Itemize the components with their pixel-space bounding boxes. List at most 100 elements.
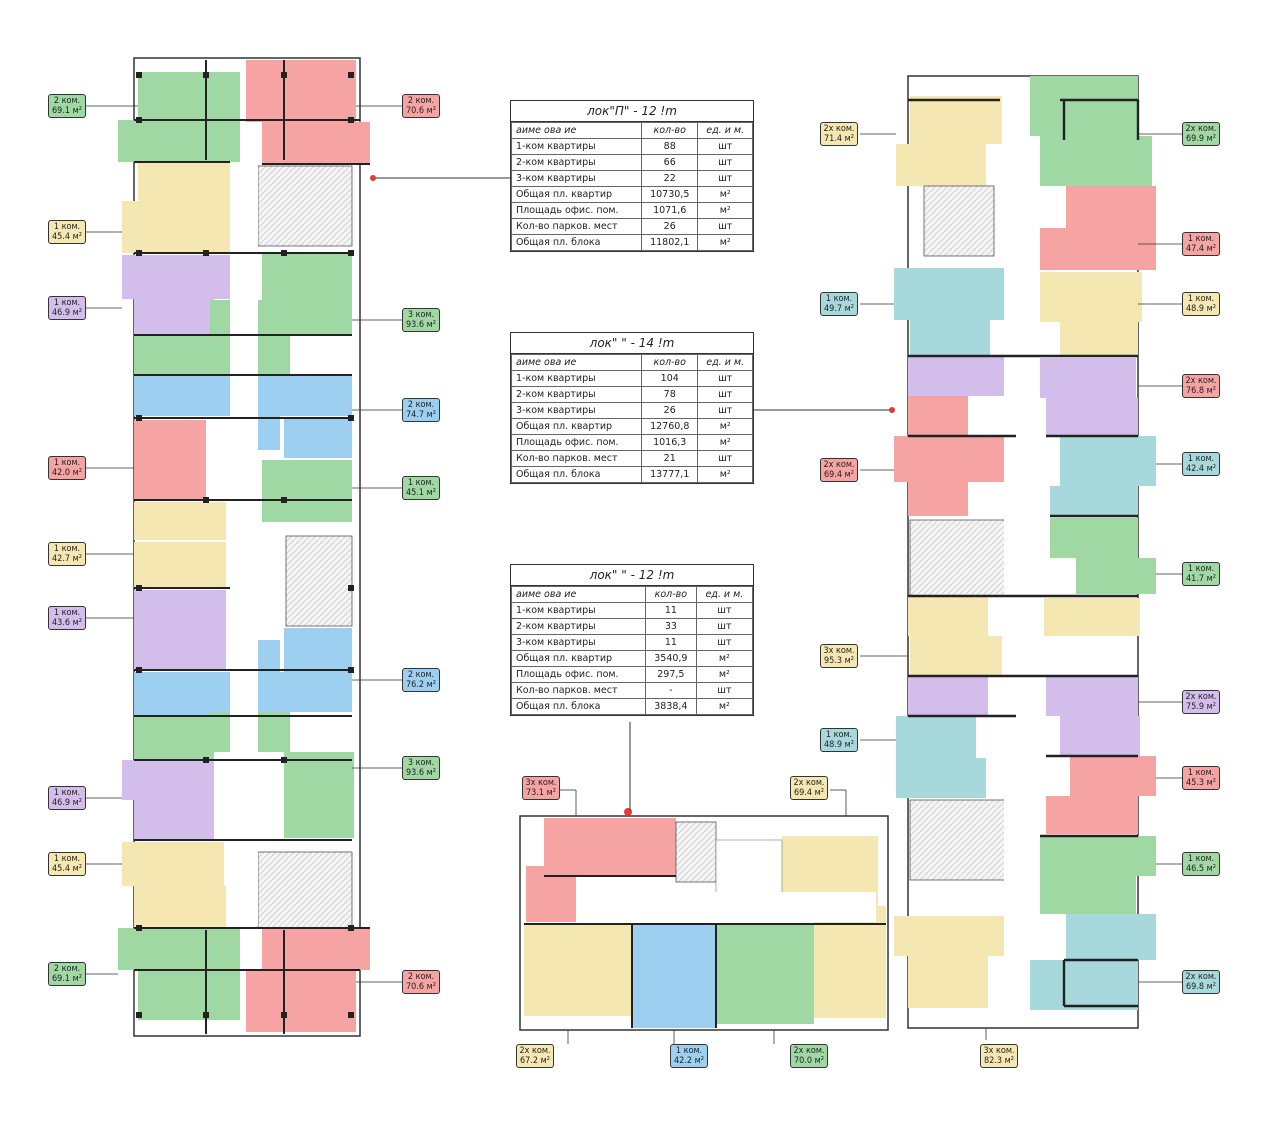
cell-unit: шт	[697, 154, 753, 171]
cell-name: 3-ком квартиры	[510, 170, 643, 187]
table-header-unit: ед. и м.	[697, 354, 753, 371]
apartment-label: 2 ком.74.7 м²	[402, 398, 440, 422]
apartment-label: 2х ком.69.4 м²	[820, 458, 858, 482]
cell-unit: м²	[697, 186, 753, 203]
cell-qty: 3838,4	[645, 698, 697, 715]
cell-unit: шт	[697, 386, 753, 403]
cell-unit: м²	[695, 698, 754, 715]
apartment-label: 2х ком.67.2 м²	[516, 1044, 554, 1068]
summary-table-block-2: лок" " - 14 !m аиме ова ие кол-во ед. и …	[510, 332, 754, 484]
cell-qty: 33	[645, 618, 697, 635]
apartment-label: 2х ком.76.8 м²	[1182, 374, 1220, 398]
cell-name: Общая пл. квартир	[510, 186, 643, 203]
cell-name: Общая пл. блока	[511, 698, 646, 715]
apartment-label: 3х ком.73.1 м²	[522, 776, 560, 800]
cell-unit: шт	[697, 218, 753, 235]
apartment-label: 3 ком.93.6 м²	[402, 756, 440, 780]
cell-qty: 21	[641, 450, 699, 467]
cell-qty: 22	[641, 170, 699, 187]
apartment-label: 1 ком.49.7 м²	[820, 292, 858, 316]
cell-name: 3-ком квартиры	[510, 402, 643, 419]
cell-unit: м²	[695, 650, 754, 667]
cell-qty: 1016,3	[641, 434, 699, 451]
apartment-label: 2х ком.69.4 м²	[790, 776, 828, 800]
apartment-label: 1 ком.42.2 м²	[670, 1044, 708, 1068]
cell-name: Общая пл. квартир	[510, 418, 643, 435]
table-header-name: аиме ова ие	[510, 122, 643, 139]
cell-qty: 3540,9	[645, 650, 697, 667]
cell-name: 1-ком квартиры	[510, 138, 643, 155]
summary-table-block-3: лок" " - 12 !m аиме ова ие кол-во ед. и …	[510, 564, 754, 716]
table-header-unit: ед. и м.	[697, 122, 753, 139]
left-building-block	[118, 57, 370, 1037]
apartment-label: 1 ком.48.9 м²	[1182, 292, 1220, 316]
apartment-label: 1 ком.45.4 м²	[48, 852, 86, 876]
cell-qty: 10730,5	[641, 186, 699, 203]
table-header-qty: кол-во	[645, 586, 697, 603]
apartment-label: 1 ком.45.4 м²	[48, 220, 86, 244]
cell-qty: 66	[641, 154, 699, 171]
cell-qty: -	[645, 682, 697, 699]
cell-name: 3-ком квартиры	[511, 634, 646, 651]
bottom-building-block	[519, 808, 889, 1031]
cell-unit: м²	[697, 418, 753, 435]
cell-unit: м²	[697, 234, 753, 251]
cell-unit: м²	[697, 466, 753, 483]
cell-qty: 297,5	[645, 666, 697, 683]
summary-table: аиме ова ие кол-во ед. и м. 1-ком кварти…	[511, 586, 754, 715]
cell-unit: м²	[697, 434, 753, 451]
table-title: лок" " - 14 !m	[511, 333, 753, 354]
apartment-label: 2 ком.70.6 м²	[402, 94, 440, 118]
apartment-label: 2 ком.69.1 м²	[48, 94, 86, 118]
cell-name: 1-ком квартиры	[511, 602, 646, 619]
cell-name: Общая пл. блока	[510, 234, 643, 251]
apartment-label: 2 ком.69.1 м²	[48, 962, 86, 986]
apartment-label: 2 ком.70.6 м²	[402, 970, 440, 994]
cell-name: Общая пл. блока	[510, 466, 643, 483]
cell-name: Кол-во парков. мест	[511, 682, 646, 699]
apartment-label: 1 ком.46.9 м²	[48, 296, 86, 320]
apartment-label: 2х ком.69.9 м²	[1182, 122, 1220, 146]
cell-qty: 12760,8	[641, 418, 699, 435]
cell-unit: шт	[697, 170, 753, 187]
cell-qty: 1071,6	[641, 202, 699, 219]
cell-name: 1-ком квартиры	[510, 370, 643, 387]
apartment-label: 1 ком.42.7 м²	[48, 542, 86, 566]
cell-qty: 11	[645, 634, 697, 651]
apartment-label: 2х ком.70.0 м²	[790, 1044, 828, 1068]
cell-unit: шт	[695, 634, 754, 651]
cell-name: 2-ком квартиры	[510, 386, 643, 403]
cell-name: 2-ком квартиры	[511, 618, 646, 635]
apartment-label: 1 ком.46.5 м²	[1182, 852, 1220, 876]
apartment-label: 2х ком.75.9 м²	[1182, 690, 1220, 714]
cell-unit: шт	[695, 618, 754, 635]
table-header-name: аиме ова ие	[510, 354, 643, 371]
cell-name: 2-ком квартиры	[510, 154, 643, 171]
cell-qty: 26	[641, 218, 699, 235]
cell-name: Общая пл. квартир	[511, 650, 646, 667]
apartment-label: 1 ком.43.6 м²	[48, 606, 86, 630]
summary-table-block-p: лок"П" - 12 !m аиме ова ие кол-во ед. и …	[510, 100, 754, 252]
table-header-qty: кол-во	[641, 354, 699, 371]
cell-unit: шт	[697, 402, 753, 419]
apartment-label: 2 ком.76.2 м²	[402, 668, 440, 692]
summary-table: аиме ова ие кол-во ед. и м. 1-ком кварти…	[510, 122, 753, 251]
apartment-label: 1 ком.45.3 м²	[1182, 766, 1220, 790]
apartment-label: 3х ком.82.3 м²	[980, 1044, 1018, 1068]
cell-name: Кол-во парков. мест	[510, 218, 643, 235]
cell-qty: 88	[641, 138, 699, 155]
